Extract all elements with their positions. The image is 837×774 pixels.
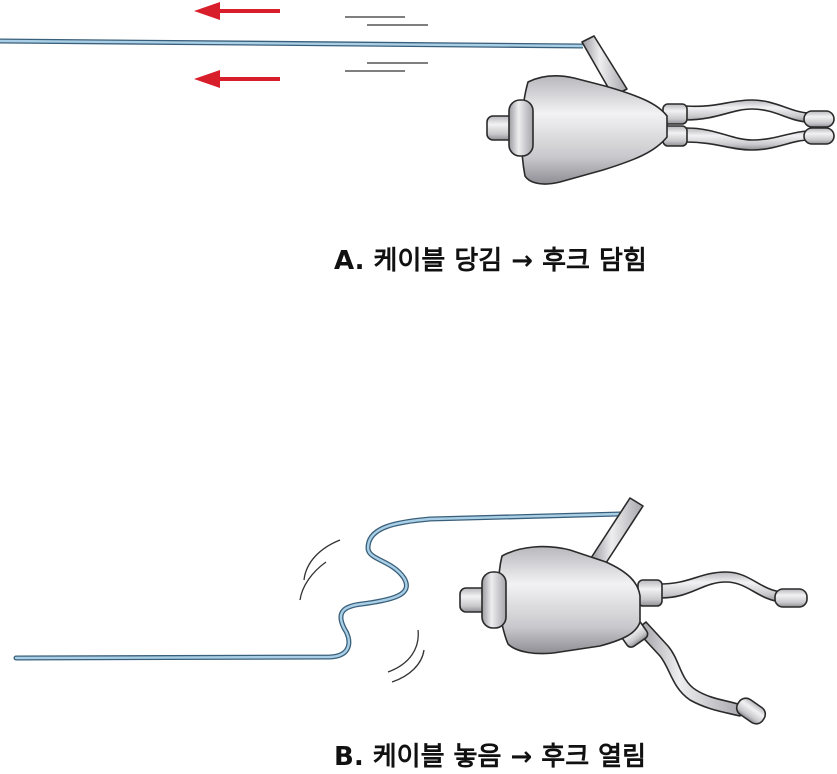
hook-device-icon — [459, 497, 808, 725]
hook-device-icon — [486, 35, 835, 185]
panel-b: B. 케이블 놓음 → 후크 열림 — [13, 497, 808, 772]
motion-line-icon — [299, 539, 425, 683]
pull-arrow-icon — [194, 2, 280, 20]
pull-arrow-icon — [194, 70, 280, 88]
panel-a-caption: A. 케이블 당김 → 후크 담힘 — [334, 246, 647, 276]
cable-taut — [0, 38, 584, 49]
cable-slack — [13, 511, 623, 661]
panel-a: A. 케이블 당김 → 후크 담힘 — [0, 2, 835, 276]
panel-b-caption: B. 케이블 놓음 → 후크 열림 — [334, 742, 646, 772]
motion-line-icon — [345, 16, 428, 72]
